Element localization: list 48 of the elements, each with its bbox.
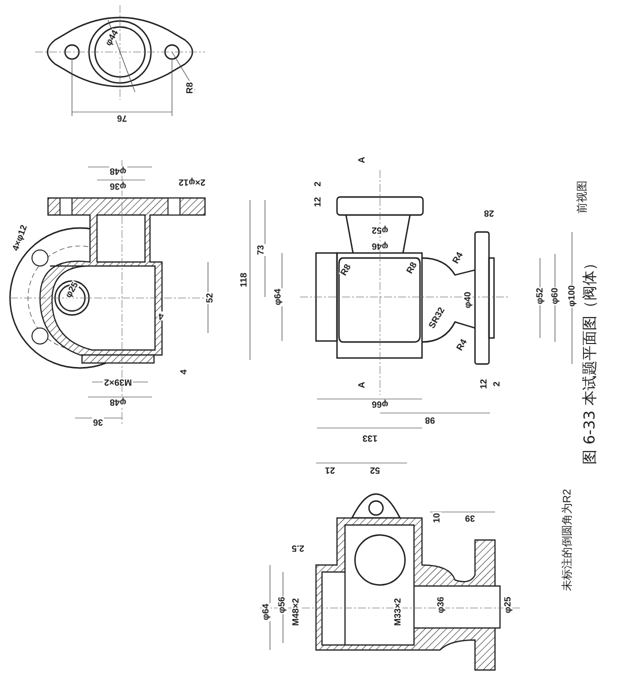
figure-caption: 图 6-33 本试题平面图（阀体） xyxy=(580,256,600,464)
note-text: 前视图 xyxy=(578,180,588,214)
dimension-label: 52 xyxy=(206,292,214,304)
dimension-label: φ52 xyxy=(370,226,390,234)
dimension-label: R8 xyxy=(186,81,194,95)
dimension-label: φ56 xyxy=(278,596,286,614)
dimension-label: φ46 xyxy=(370,242,390,250)
dimension-label: 36 xyxy=(92,418,104,426)
dimension-label: φ48 xyxy=(108,166,128,176)
dimension-label: φ25 xyxy=(504,596,512,614)
dimension-label: 73 xyxy=(256,244,266,256)
dimension-label: 76 xyxy=(116,114,128,122)
dimension-label: M48×2 xyxy=(292,597,300,627)
dimension-label: φ40 xyxy=(464,290,472,310)
dimension-label: φ36 xyxy=(436,596,446,614)
dimension-label: 2.5 xyxy=(290,544,306,552)
dimension-label: φ64 xyxy=(274,288,282,306)
dimension-label: φ36 xyxy=(108,182,128,190)
dimension-label: φ52 xyxy=(536,286,544,306)
dimension-label: 21 xyxy=(324,466,336,474)
dimension-label: R8 xyxy=(404,260,420,276)
dimension-label: M39×2 xyxy=(103,378,133,386)
dimension-label: φ48 xyxy=(108,398,128,406)
dimension-label: 98 xyxy=(424,416,436,424)
dimension-label: R4 xyxy=(454,336,470,354)
dimension-label: 2 xyxy=(492,380,502,388)
dimension-label: φ60 xyxy=(550,286,560,306)
dimension-label: M33×2 xyxy=(394,597,402,627)
dimension-label: φ66 xyxy=(370,400,390,408)
dimension-label: R8 xyxy=(338,262,354,278)
dimension-label: 4 xyxy=(180,368,188,376)
dimension-label: 12 xyxy=(480,378,488,390)
dimension-label: 133 xyxy=(361,434,379,442)
dimension-label: 2×φ12 xyxy=(178,178,206,186)
dimension-label: φ100 xyxy=(568,284,576,308)
dimension-label: φ64 xyxy=(262,602,270,622)
dimension-label: A xyxy=(358,156,366,164)
dimension-label: 2 xyxy=(314,180,322,188)
dimension-label: 4×φ12 xyxy=(10,222,30,254)
dimension-label: 10 xyxy=(432,512,442,524)
dimension-label: 39 xyxy=(464,514,476,522)
dimension-label: 52 xyxy=(369,466,381,474)
note-text: 未标注的倒圆角为R2 xyxy=(562,488,574,592)
dimension-label: 28 xyxy=(483,208,495,218)
dimension-label: A xyxy=(358,380,366,390)
dimension-label: R4 xyxy=(450,250,466,266)
dimension-label: 12 xyxy=(314,196,322,208)
dimension-label: 118 xyxy=(240,272,248,288)
